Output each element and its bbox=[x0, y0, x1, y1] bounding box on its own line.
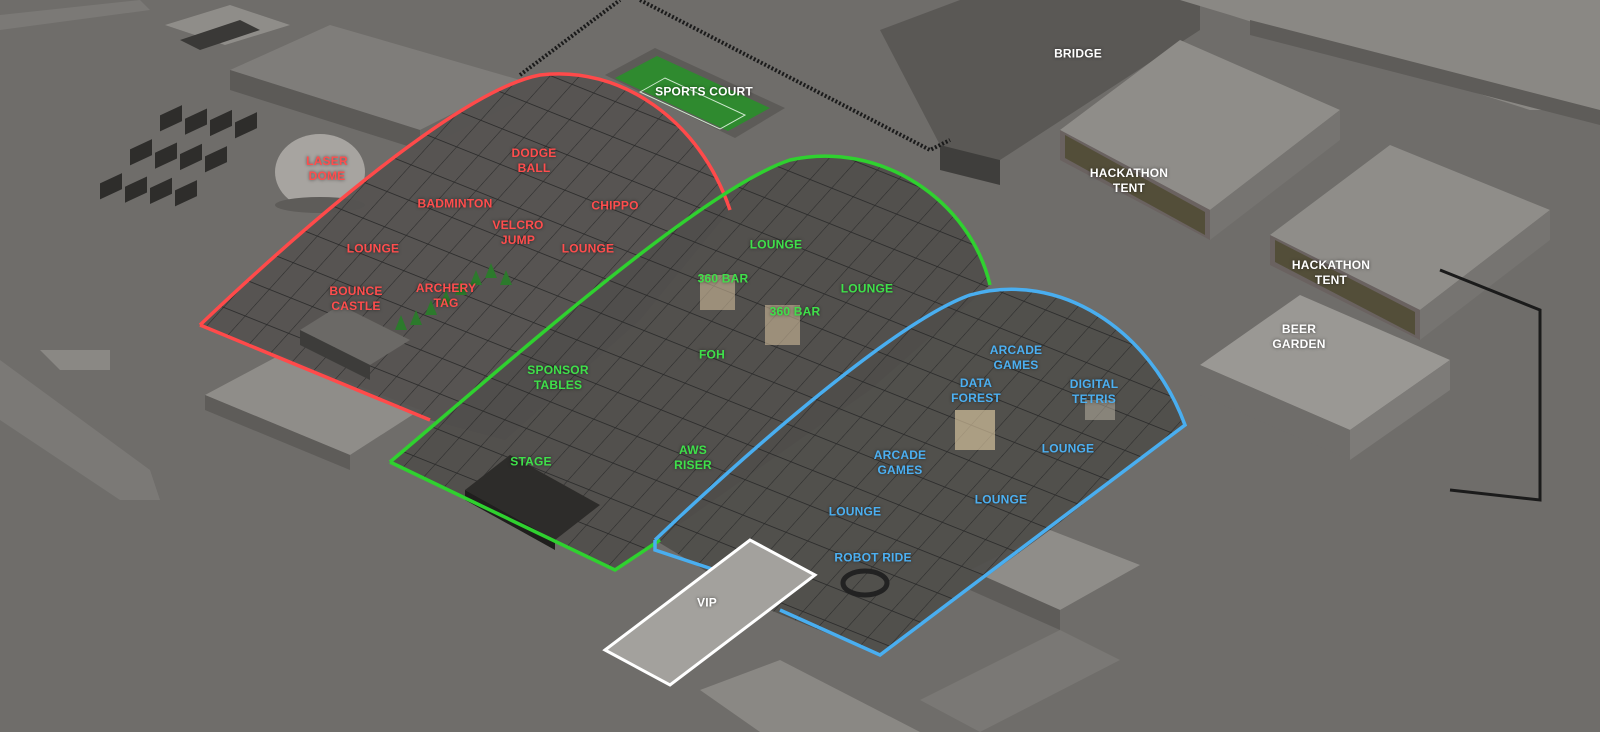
label-hackathon-tent-1: HACKATHON TENT bbox=[1089, 166, 1169, 195]
zone-outline-blue-base bbox=[653, 540, 731, 577]
road bbox=[0, 0, 150, 30]
label-dodge-ball: DODGE BALL bbox=[511, 146, 557, 175]
hackathon-tent-1 bbox=[1060, 40, 1340, 240]
zone-outline-green bbox=[388, 154, 992, 464]
label-arcade-games-1: ARCADE GAMES bbox=[989, 343, 1043, 372]
label-robot-ride: ROBOT RIDE bbox=[834, 550, 912, 565]
label-badminton: BADMINTON bbox=[417, 196, 493, 211]
label-beer-garden: BEER GARDEN bbox=[1272, 322, 1326, 351]
label-hackathon-tent-2: HACKATHON TENT bbox=[1291, 258, 1371, 287]
beer-garden bbox=[1200, 295, 1450, 460]
road bbox=[0, 360, 160, 500]
sports-court bbox=[605, 48, 785, 138]
label-archery-tag: ARCHERY TAG bbox=[415, 281, 477, 310]
glow-markers bbox=[700, 275, 1115, 450]
label-velcro-jump: VELCRO JUMP bbox=[492, 218, 544, 247]
label-bridge: BRIDGE bbox=[1054, 46, 1102, 61]
label-lounge-red-2: LOUNGE bbox=[561, 241, 615, 256]
trees bbox=[395, 263, 512, 330]
label-stage: STAGE bbox=[510, 454, 552, 469]
robot-ride-ring bbox=[840, 568, 890, 598]
road-marking bbox=[40, 350, 110, 370]
fence-right bbox=[1439, 268, 1542, 502]
fence bbox=[518, 0, 951, 153]
zone-outline-red bbox=[198, 72, 732, 327]
label-lounge-blue-3: LOUNGE bbox=[828, 504, 882, 519]
label-sports-court: SPORTS COURT bbox=[655, 84, 753, 99]
label-360-bar-1: 360 BAR bbox=[697, 271, 749, 286]
building-bottom-left bbox=[205, 355, 420, 470]
label-data-forest: DATA FOREST bbox=[951, 376, 1001, 405]
label-sponsor-tables: SPONSOR TABLES bbox=[527, 363, 589, 392]
label-lounge-green-1: LOUNGE bbox=[749, 237, 803, 252]
label-aws-riser: AWS RISER bbox=[674, 443, 712, 472]
label-vip: VIP bbox=[697, 595, 717, 610]
label-arcade-games-2: ARCADE GAMES bbox=[873, 448, 927, 477]
label-chippo: CHIPPO bbox=[591, 198, 639, 213]
bridge-structure bbox=[880, 0, 1600, 185]
zone-outline-red-base bbox=[199, 323, 431, 422]
label-bounce-castle: BOUNCE CASTLE bbox=[329, 284, 383, 313]
parking-blocks bbox=[100, 105, 257, 207]
zone-outline-blue bbox=[653, 287, 1188, 658]
label-lounge-blue-2: LOUNGE bbox=[974, 492, 1028, 507]
bounce-castle-structure bbox=[300, 305, 410, 380]
building-bottom-right bbox=[700, 530, 1140, 732]
label-digital-tetris: DIGITAL TETRIS bbox=[1069, 377, 1119, 406]
label-foh: FOH bbox=[699, 347, 725, 362]
label-lounge-blue-1: LOUNGE bbox=[1041, 441, 1095, 456]
vip-tent bbox=[602, 538, 818, 690]
zone-outline-green-base bbox=[389, 460, 661, 573]
label-lounge-red-1: LOUNGE bbox=[346, 241, 400, 256]
label-360-bar-2: 360 BAR bbox=[769, 304, 821, 319]
tent-green bbox=[390, 156, 990, 570]
hackathon-tent-2 bbox=[1270, 145, 1550, 340]
label-lounge-green-2: LOUNGE bbox=[840, 281, 894, 296]
label-laser-dome: LASER DOME bbox=[306, 154, 348, 183]
